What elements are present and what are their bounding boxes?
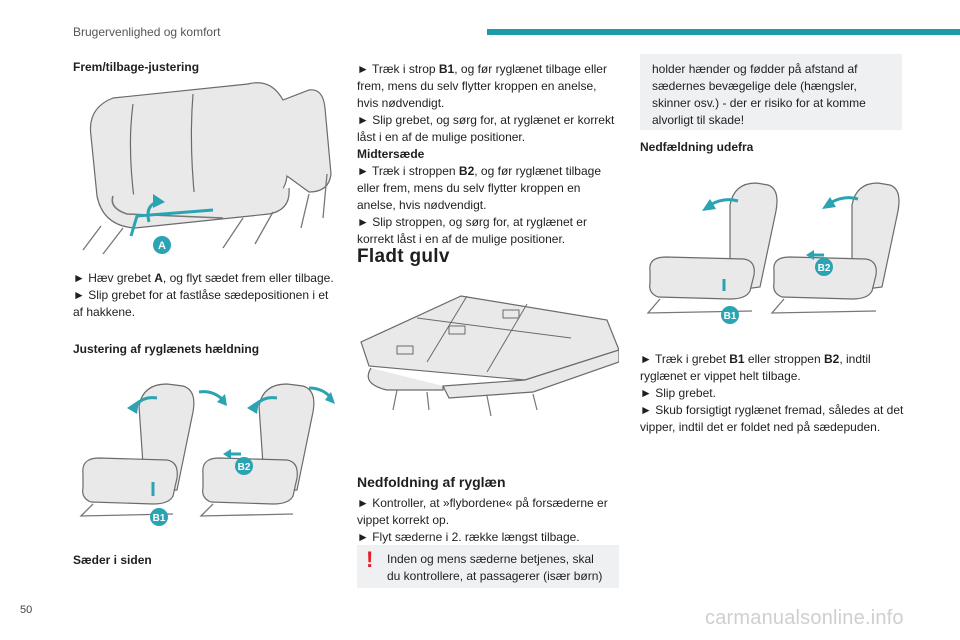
watermark: carmanualsonline.info (705, 607, 904, 629)
warning-box: ! Inden og mens sæderne betjenes, skal d… (357, 545, 619, 588)
instruction-push-backrest: ► Skub forsigtigt ryglænet fremad, såled… (640, 403, 904, 434)
instruction-raise-lever: ► Hæv grebet A, og flyt sædet frem eller… (73, 271, 334, 285)
warning-continuation-box: holder hænder og fødder på afstand af sæ… (640, 54, 902, 130)
callout-B1-side: B1 (153, 513, 166, 524)
heading-fore-aft: Frem/tilbage-justering (73, 60, 200, 74)
subheading-middle-seat: Midtersæde (357, 147, 425, 161)
callout-B2-outside: B2 (818, 263, 831, 274)
backrest-angle-illustration: B1 B2 (79, 383, 335, 526)
seat-slide-illustration: A (82, 82, 332, 255)
running-header: Brugervenlighed og komfort (73, 25, 221, 39)
backrest-instructions: ► Træk i strop B1, og før ryglænet tilba… (357, 61, 619, 248)
header-accent-bar (487, 29, 960, 35)
fold-outside-instructions: ► Træk i grebet B1 eller stroppen B2, in… (640, 351, 905, 436)
warning-text: Inden og mens sæderne betjenes, skal du … (387, 552, 603, 583)
instruction-pull-strap-b2: ► Træk i stroppen B2, og før ryglænet ti… (357, 164, 601, 212)
heading-backrest-angle: Justering af ryglænets hældning (73, 342, 260, 356)
page-number: 50 (20, 604, 33, 616)
callout-B1-outside: B1 (724, 311, 737, 322)
instruction-pull-lever-or-strap: ► Træk i grebet B1 eller stroppen B2, in… (640, 352, 871, 383)
callout-B2-side: B2 (238, 462, 251, 473)
flat-floor-illustration (360, 295, 619, 417)
fold-from-outside-illustration: B1 B2 (646, 182, 900, 324)
section-title-flat-floor: Fladt gulv (357, 246, 450, 267)
heading-side-seats: Sæder i siden (73, 553, 152, 567)
fore-aft-instructions: ► Hæv grebet A, og flyt sædet frem eller… (73, 270, 335, 321)
instruction-release-lever: ► Slip grebet for at fastlåse sædepositi… (73, 288, 329, 319)
warning-continuation-text: holder hænder og fødder på afstand af sæ… (652, 62, 866, 127)
subsection-fold-backrest: Nedfoldning af ryglæn (357, 474, 506, 490)
instruction-move-row2: ► Flyt sæderne i 2. række længst tilbage… (357, 530, 580, 544)
instruction-release-strap: ► Slip stroppen, og sørg for, at ryglæne… (357, 215, 587, 246)
instruction-pull-strap-b1: ► Træk i strop B1, og før ryglænet tilba… (357, 62, 607, 110)
instruction-release-grip: ► Slip grebet. (640, 386, 716, 400)
fold-instructions: ► Kontroller, at »flybordene« på forsæde… (357, 495, 619, 546)
instruction-release-lock: ► Slip grebet, og sørg for, at ryglænet … (357, 113, 615, 144)
heading-fold-from-outside: Nedfældning udefra (640, 140, 754, 154)
callout-A: A (158, 240, 166, 252)
instruction-check-tables: ► Kontroller, at »flybordene« på forsæde… (357, 496, 608, 527)
warning-icon: ! (366, 547, 374, 572)
